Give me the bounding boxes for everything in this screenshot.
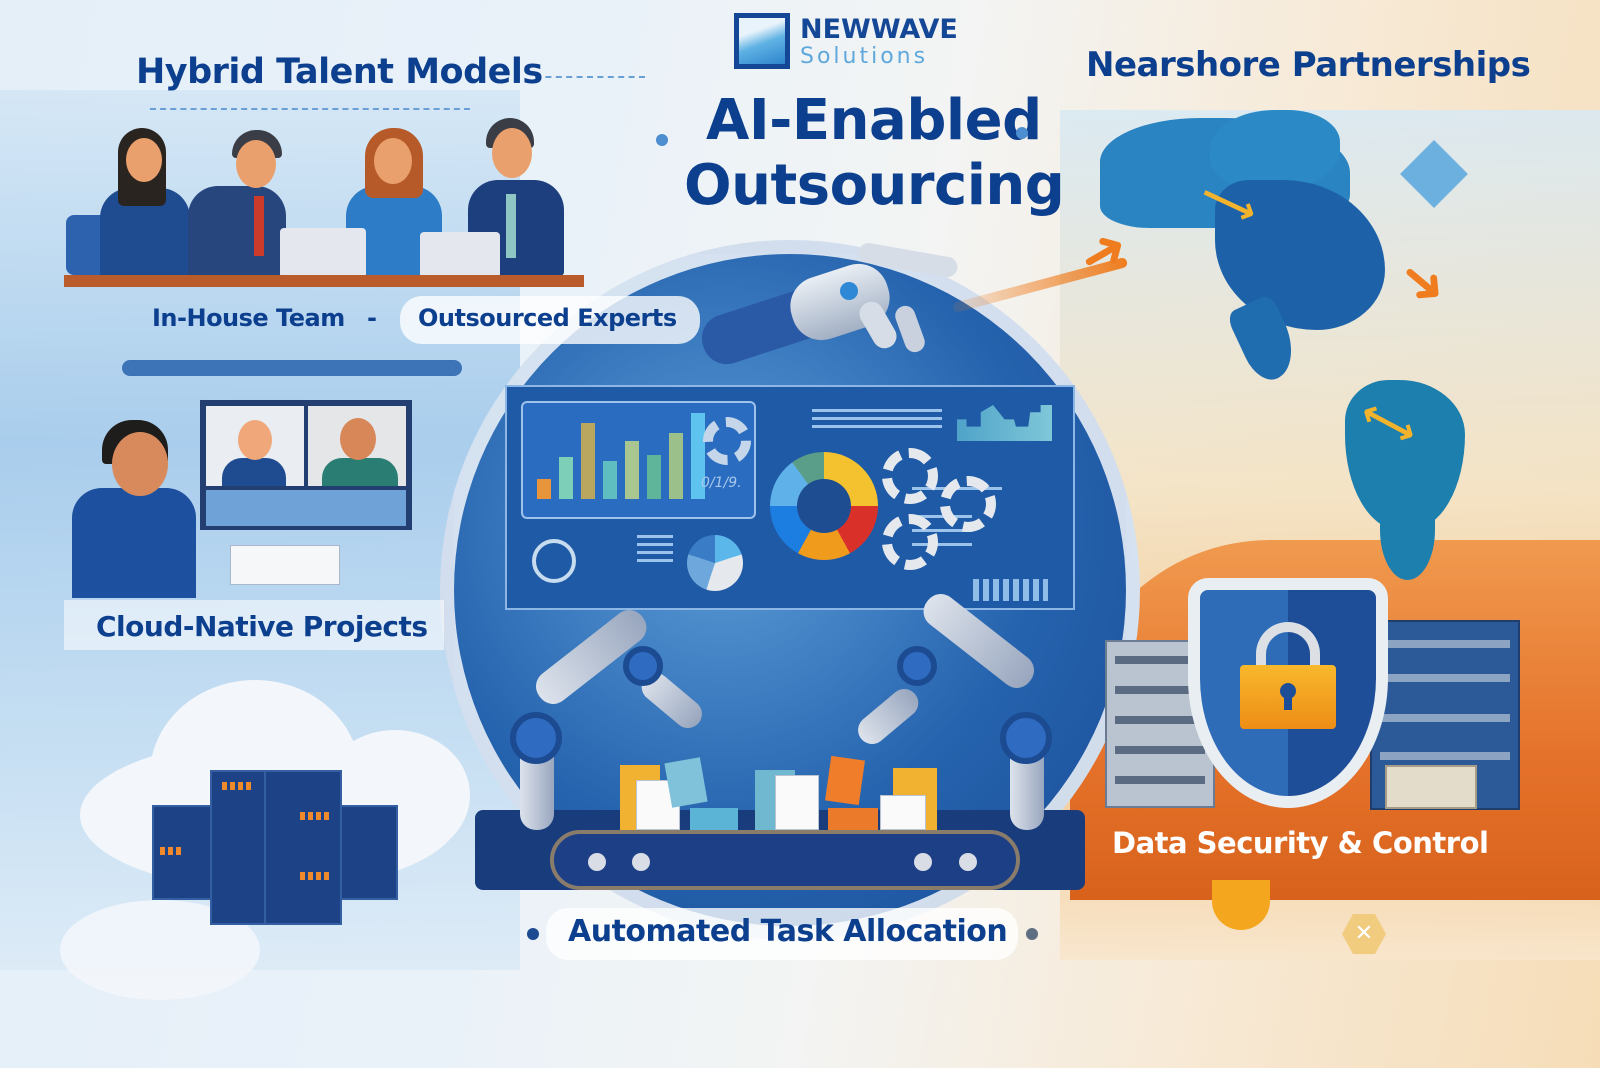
connector-dot	[656, 134, 668, 146]
gear-icon	[940, 476, 996, 532]
laptop-icon	[420, 232, 500, 278]
outsourced-pill	[400, 296, 700, 344]
heading-nearshore: Nearshore Partnerships	[1086, 45, 1531, 85]
heading-task-allocation: Automated Task Allocation	[568, 914, 1008, 949]
pie-chart-icon	[687, 535, 743, 591]
task-allocation-pill	[546, 908, 1018, 960]
newwave-logo-icon	[734, 13, 790, 69]
mini-bars	[973, 579, 1048, 601]
heading-hybrid-talent: Hybrid Talent Models	[136, 52, 543, 92]
label-separator: -	[367, 304, 377, 332]
cloud-native-label-bg	[64, 600, 444, 650]
chart-bar	[537, 479, 551, 499]
connector-line	[535, 76, 645, 78]
bar-chart-panel: 0/1/9.	[521, 401, 756, 519]
robot-joint-icon	[1000, 712, 1052, 764]
robot-joint-icon	[510, 712, 562, 764]
decorative-sun	[1212, 880, 1270, 930]
gear-icon	[882, 448, 938, 504]
chart-bar	[669, 433, 683, 499]
robot-joint-icon	[897, 646, 937, 686]
connector-dot	[1016, 127, 1028, 139]
handwriting-note: 0/1/9.	[701, 475, 742, 491]
radial-gauge-icon	[532, 539, 576, 583]
hexagon-x-icon: ✕	[1342, 914, 1386, 954]
chart-bar	[625, 441, 639, 499]
connector-dot	[1026, 928, 1038, 940]
chart-bar	[647, 455, 661, 499]
mini-bar-chart	[957, 405, 1052, 441]
chart-bar	[691, 413, 705, 499]
robot-joint-icon	[623, 646, 663, 686]
donut-chart-icon	[770, 452, 878, 560]
gear-icon	[703, 417, 751, 465]
conveyor-belt	[550, 830, 1020, 890]
chart-bar	[581, 423, 595, 499]
brand-tagline: Solutions	[800, 44, 929, 69]
brand-name: NEWWAVE	[800, 14, 958, 45]
heading-data-security: Data Security & Control	[1112, 826, 1489, 860]
title-line-2: Outsourcing	[684, 153, 1065, 218]
chart-bar	[559, 457, 573, 499]
divider-line	[150, 108, 470, 110]
gear-icon	[882, 514, 938, 570]
label-outsourced-experts: Outsourced Experts	[418, 304, 677, 332]
heading-cloud-native: Cloud-Native Projects	[96, 610, 428, 643]
label-in-house-team: In-House Team	[152, 304, 345, 332]
laptop-icon	[280, 228, 366, 278]
title-line-1: AI-Enabled	[706, 88, 1042, 153]
chart-bar	[603, 461, 617, 499]
connector-dot	[527, 928, 539, 940]
